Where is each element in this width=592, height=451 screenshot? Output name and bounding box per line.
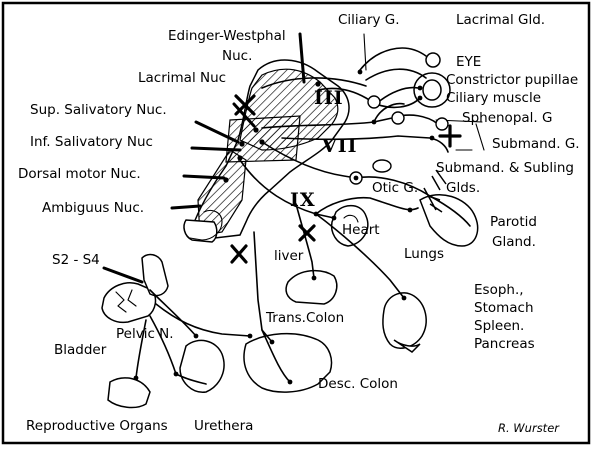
author-signature: R. Wurster	[498, 421, 560, 435]
label-lacrimal-nuc: Lacrimal Nuc	[138, 70, 226, 86]
x-mark-liver	[300, 226, 314, 240]
pointer-s2-s4	[104, 268, 142, 282]
label-eye: EYE	[456, 54, 481, 70]
label-sphenopal: Sphenopal. G	[462, 110, 552, 126]
otic-body	[373, 160, 391, 172]
label-heart: Heart	[342, 222, 380, 238]
liver-organ	[286, 271, 337, 304]
label-urethera: Urethera	[194, 418, 253, 434]
label-submand-subling-1: Submand. & Subling	[436, 160, 574, 176]
label-esoph-4: Pancreas	[474, 336, 535, 352]
ciliary-ganglion	[368, 96, 380, 108]
label-parotid-1: Parotid	[490, 214, 537, 230]
cn-iii-label: III	[314, 87, 344, 109]
label-lacrimal-gld: Lacrimal Gld.	[456, 12, 545, 28]
label-esoph-1: Esoph.,	[474, 282, 524, 298]
pointer-dorsal-motor	[184, 176, 224, 178]
x-mark-vagus	[232, 246, 246, 262]
label-inf-salivatory: Inf. Salivatory Nuc	[30, 134, 153, 150]
label-ciliary-g: Ciliary G.	[338, 12, 400, 28]
label-liver: liver	[274, 248, 304, 264]
label-s2-s4: S2 - S4	[52, 252, 100, 268]
reproductive-organ	[108, 378, 150, 408]
label-submand-subling-2: Glds.	[446, 180, 480, 196]
label-ambiguus: Ambiguus Nuc.	[42, 200, 144, 216]
label-parotid-2: Gland.	[492, 234, 536, 250]
label-constrictor: Constrictor pupillae	[446, 72, 578, 88]
label-bladder: Bladder	[54, 342, 107, 358]
label-dorsal-motor: Dorsal motor Nuc.	[18, 166, 141, 182]
label-submand-g: Submand. G.	[492, 136, 580, 152]
label-edinger-westphal-1: Edinger-Westphal	[168, 28, 286, 44]
lungs-organ	[420, 188, 478, 246]
cn-vii-label: VII	[321, 135, 358, 157]
submandibular-ganglion	[436, 118, 448, 130]
stomach-organ	[383, 293, 426, 352]
cn-ix-label: IX	[290, 189, 316, 211]
label-desc-colon: Desc. Colon	[318, 376, 398, 392]
ganglia	[350, 96, 448, 190]
label-sup-salivatory: Sup. Salivatory Nuc.	[30, 102, 167, 118]
pointer-inf-salivatory	[192, 148, 240, 150]
label-pelvic-n: Pelvic N.	[116, 326, 174, 342]
label-esoph-3: Spleen.	[474, 318, 524, 334]
label-otic-g: Otic G.	[372, 180, 418, 196]
label-trans-colon: Trans.Colon	[265, 310, 344, 326]
label-esoph-2: Stomach	[474, 300, 534, 316]
sphenopalatine-ganglion	[392, 112, 404, 124]
bladder-organ	[180, 340, 224, 392]
spinal-cord-sacral	[102, 255, 168, 323]
label-ciliary-muscle: Ciliary muscle	[446, 90, 541, 106]
label-reproductive: Reproductive Organs	[26, 418, 168, 434]
label-lungs: Lungs	[404, 246, 444, 262]
label-edinger-westphal-2: Nuc.	[222, 48, 252, 64]
lacrimal-gland-shape	[426, 53, 440, 67]
pointer-ambiguus	[172, 206, 200, 208]
